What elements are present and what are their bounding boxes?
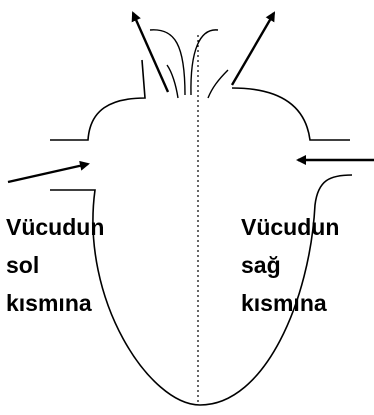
- label-left-body-side: Vücudun sol kısmına: [6, 208, 104, 322]
- heart-upper-outline: [50, 60, 145, 140]
- label-right-line1: Vücudun: [241, 208, 339, 246]
- central-vessel-inner-right: [208, 70, 228, 98]
- arrow-in-left: [8, 164, 88, 182]
- arrow-up-right: [232, 13, 274, 85]
- arrow-up-left: [133, 13, 168, 92]
- heart-upper-outline-right: [232, 88, 350, 140]
- label-right-line2: sağ: [241, 246, 339, 284]
- label-left-line3: kısmına: [6, 284, 104, 322]
- label-left-line2: sol: [6, 246, 104, 284]
- central-vessel-right: [191, 30, 218, 95]
- central-vessel-inner-left: [167, 65, 178, 98]
- label-right-body-side: Vücudun sağ kısmına: [241, 208, 339, 322]
- label-right-line3: kısmına: [241, 284, 339, 322]
- label-left-line1: Vücudun: [6, 208, 104, 246]
